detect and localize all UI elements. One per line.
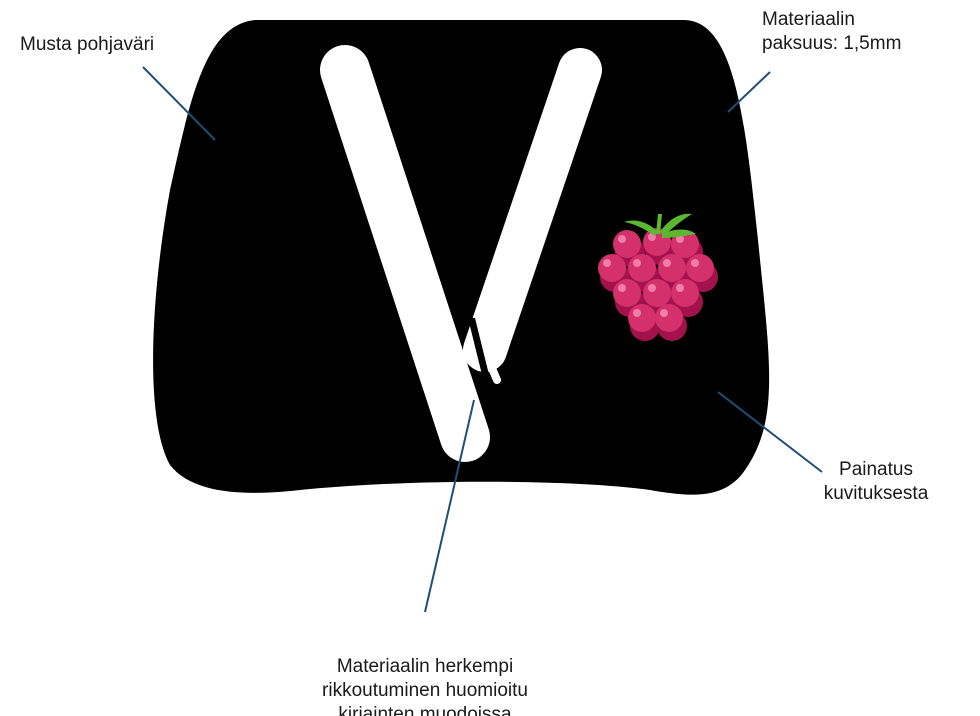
label-material-thickness: Materiaalin paksuus: 1,5mm [762, 8, 901, 56]
label-base-color: Musta pohjaväri [20, 33, 154, 57]
label-print-from-illustration: Painatus kuvituksesta [824, 458, 929, 506]
label-letter-shape-note: Materiaalin herkempi rikkoutuminen huomi… [322, 655, 528, 716]
